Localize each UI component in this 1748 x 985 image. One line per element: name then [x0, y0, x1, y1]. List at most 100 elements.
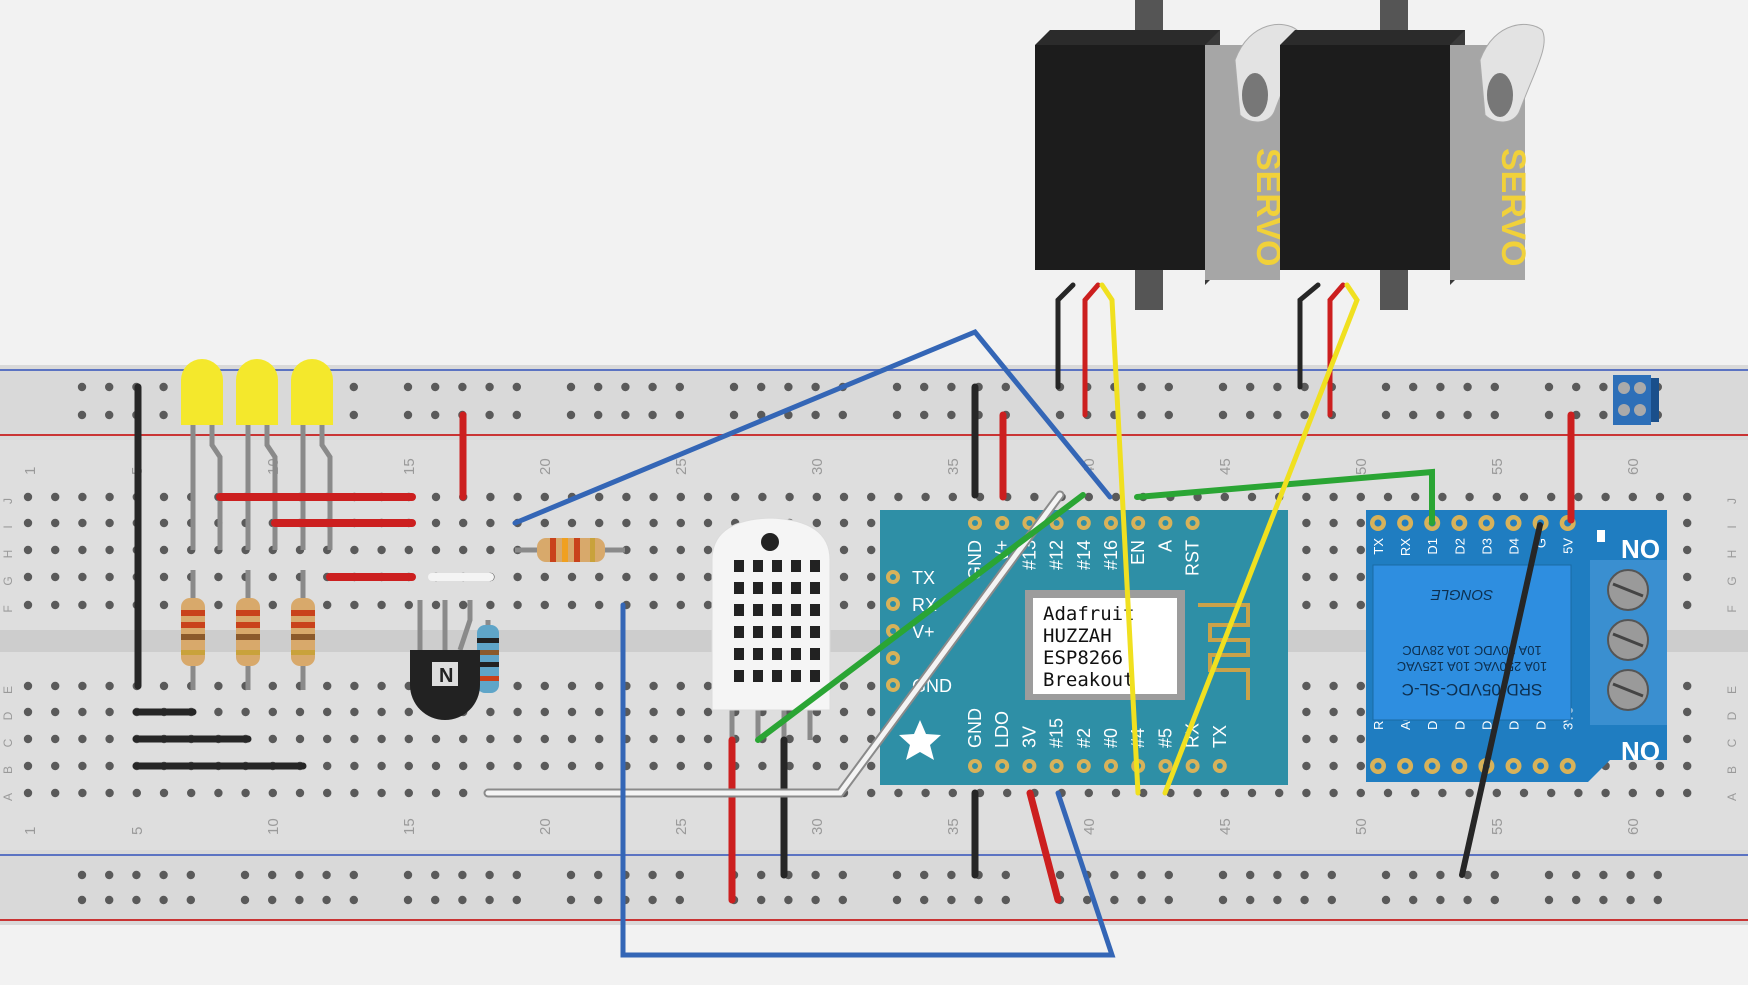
breadboard-hole	[404, 707, 413, 717]
breadboard-hole	[431, 518, 441, 528]
esp-top-pin-label: #12	[1047, 540, 1067, 570]
rail-hole	[1246, 870, 1255, 880]
breadboard-hole	[51, 518, 60, 528]
esp-bottom-pin-label: #15	[1047, 718, 1067, 748]
breadboard-hole	[1683, 788, 1692, 798]
dht-vent	[810, 670, 820, 682]
transistor: N	[410, 600, 480, 720]
breadboard-hole	[241, 788, 250, 798]
rail-hole	[485, 870, 494, 880]
breadboard-hole	[540, 734, 549, 744]
rail-hole	[1300, 895, 1309, 905]
breadboard-hole	[431, 492, 441, 502]
rail-hole	[1599, 382, 1608, 392]
rail-hole	[1300, 870, 1309, 880]
breadboard-hole	[159, 681, 169, 691]
rail-hole	[132, 870, 141, 880]
rail-hole	[729, 410, 739, 420]
breadboard-hole	[567, 572, 577, 582]
breadboard-hole	[78, 572, 87, 582]
breadboard-hole	[1655, 492, 1665, 502]
esp-bottom-pin-label: LDO	[992, 711, 1012, 748]
dht-vent	[810, 560, 820, 572]
breadboard-hole	[323, 707, 332, 717]
row-letter: J	[1725, 498, 1739, 504]
breadboard-hole	[867, 681, 876, 691]
rail-hole	[1599, 870, 1608, 880]
rail-hole	[566, 410, 576, 420]
rail-hole	[105, 382, 114, 392]
rail-hole	[892, 870, 902, 880]
rail-hole	[485, 895, 494, 905]
breadboard-hole	[377, 788, 386, 798]
breadboard-hole	[839, 572, 849, 582]
breadboard-hole	[649, 734, 658, 744]
breadboard-hole	[350, 761, 359, 771]
breadboard-hole	[23, 572, 33, 582]
rail-hole	[458, 870, 467, 880]
breadboard-hole	[595, 572, 604, 582]
breadboard-hole	[785, 492, 794, 502]
relay-led	[1597, 530, 1605, 542]
column-number-top: 60	[1625, 458, 1642, 475]
dht-vent	[810, 648, 820, 660]
rail-hole	[920, 382, 929, 392]
rail-hole	[1055, 410, 1065, 420]
esp-top-pin-label: A	[1155, 540, 1175, 552]
row-letter: F	[1725, 605, 1739, 612]
rail-hole	[1164, 870, 1174, 880]
esp-top-pin-label: EN	[1128, 540, 1148, 565]
rail-hole	[892, 895, 902, 905]
relay-top-pin-label: 5V	[1561, 538, 1576, 554]
rail-hole	[77, 870, 87, 880]
breadboard-hole	[1193, 788, 1202, 798]
rail-hole	[322, 895, 331, 905]
rail-hole	[1544, 895, 1554, 905]
breadboard-hole	[1084, 788, 1094, 798]
rail-hole	[1246, 410, 1255, 420]
rail-hole	[485, 382, 494, 392]
rail-hole	[431, 382, 440, 392]
rail-hole	[1436, 410, 1445, 420]
rail-hole	[431, 895, 440, 905]
rail-hole	[838, 870, 847, 880]
breadboard-hole	[1302, 518, 1311, 528]
breadboard-hole	[78, 518, 87, 528]
rail-hole	[594, 410, 603, 420]
rail-hole	[1246, 382, 1255, 392]
rail-hole	[1572, 870, 1581, 880]
breadboard-hole	[649, 600, 658, 610]
breadboard-hole	[595, 518, 604, 528]
column-number-bottom: 5	[129, 827, 146, 835]
breadboard-hole	[1683, 707, 1692, 717]
breadboard-hole	[486, 545, 495, 555]
breadboard-hole	[1683, 761, 1692, 771]
breadboard-hole	[812, 518, 821, 528]
breadboard-hole	[486, 734, 495, 744]
breadboard-hole	[1574, 492, 1583, 502]
breadboard-hole	[377, 707, 386, 717]
breadboard-hole	[51, 788, 60, 798]
breadboard-hole	[23, 518, 33, 528]
breadboard-hole	[51, 572, 60, 582]
breadboard-hole	[1519, 788, 1529, 798]
row-letter: I	[1, 525, 15, 528]
breadboard-hole	[1492, 492, 1502, 502]
breadboard-hole	[459, 734, 468, 744]
relay-top-pin-label: D3	[1479, 538, 1494, 555]
rail-hole	[757, 410, 766, 420]
breadboard-hole	[540, 600, 549, 610]
rail-hole	[838, 410, 847, 420]
esp-module-line-4: Breakout	[1043, 669, 1135, 691]
breadboard-hole	[1628, 788, 1638, 798]
row-letter: J	[1, 498, 15, 504]
breadboard-hole	[649, 492, 658, 502]
breadboard-hole	[676, 734, 685, 744]
breadboard-hole	[404, 788, 413, 798]
breadboard-hole	[676, 707, 685, 717]
breadboard-hole	[1003, 788, 1012, 798]
breadboard-hole	[1302, 707, 1311, 717]
breadboard-hole	[1628, 761, 1638, 771]
breadboard-hole	[676, 681, 685, 691]
rail-hole	[974, 895, 983, 905]
